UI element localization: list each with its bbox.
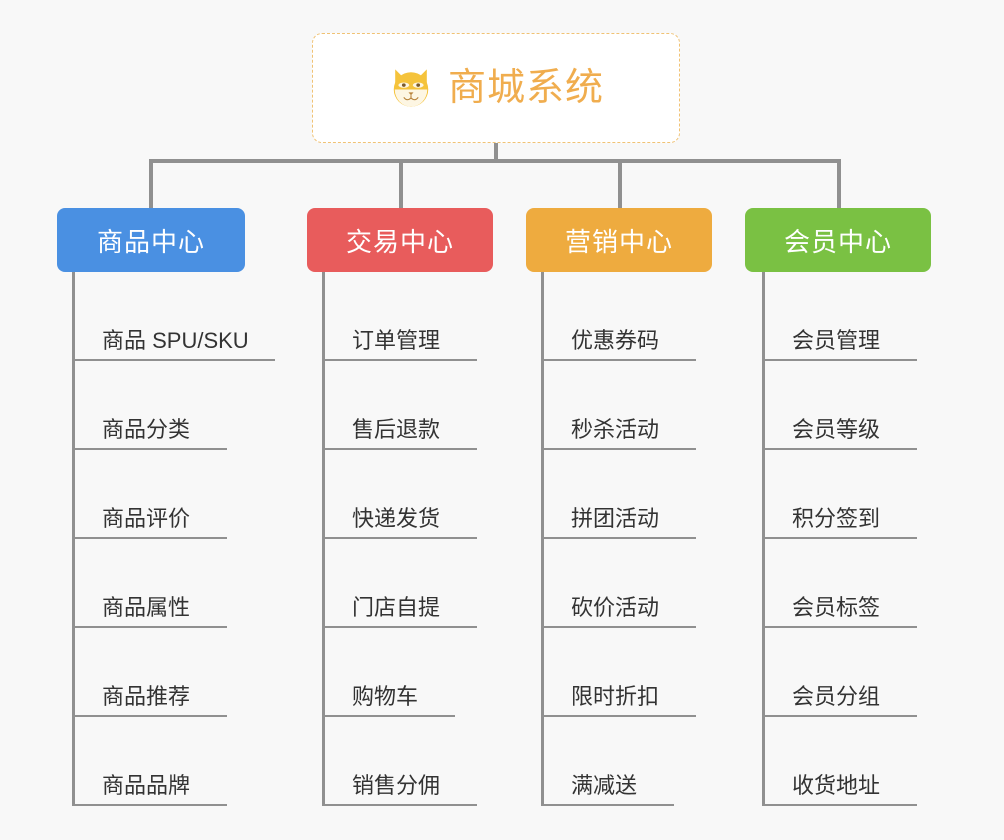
category-box-marketing-center[interactable]: 营销中心 xyxy=(526,208,712,272)
leaf-item[interactable]: 会员等级 xyxy=(762,361,917,450)
leaf-label: 商品推荐 xyxy=(102,683,191,709)
leaf-item[interactable]: 会员分组 xyxy=(762,628,917,717)
connector-horizontal-bus xyxy=(149,159,841,163)
leaf-item[interactable]: 商品 SPU/SKU xyxy=(72,272,275,361)
leaf-label: 砍价活动 xyxy=(571,594,660,620)
root-title: 商城系统 xyxy=(447,67,604,109)
category-label: 商品中心 xyxy=(96,226,205,257)
leaf-label: 购物车 xyxy=(352,683,419,709)
leaf-item[interactable]: 满减送 xyxy=(541,717,674,806)
leaf-item[interactable]: 商品评价 xyxy=(72,450,227,539)
connector-drop-member-center xyxy=(837,159,841,209)
branch-trunk xyxy=(541,272,544,806)
leaf-label: 收货地址 xyxy=(792,772,881,798)
leaf-label: 优惠券码 xyxy=(571,327,660,353)
category-box-product-center[interactable]: 商品中心 xyxy=(57,208,245,272)
leaf-item[interactable]: 收货地址 xyxy=(762,717,917,806)
branch-trunk xyxy=(322,272,325,806)
leaf-label: 秒杀活动 xyxy=(571,416,660,442)
leaf-item[interactable]: 会员标签 xyxy=(762,539,917,628)
leaf-label: 售后退款 xyxy=(352,416,441,442)
leaf-label: 满减送 xyxy=(571,772,638,798)
connector-drop-trade-center xyxy=(399,159,403,209)
category-label: 会员中心 xyxy=(783,226,892,257)
leaf-label: 会员标签 xyxy=(792,594,881,620)
leaf-item[interactable]: 砍价活动 xyxy=(541,539,696,628)
leaf-label: 限时折扣 xyxy=(571,683,660,709)
category-label: 营销中心 xyxy=(564,226,673,257)
leaf-label: 会员管理 xyxy=(792,327,881,353)
leaf-item[interactable]: 秒杀活动 xyxy=(541,361,696,450)
leaf-label: 商品属性 xyxy=(102,594,191,620)
leaf-item[interactable]: 商品属性 xyxy=(72,539,227,628)
leaf-item[interactable]: 门店自提 xyxy=(322,539,477,628)
connector-drop-product-center xyxy=(149,159,153,209)
leaf-item[interactable]: 商品分类 xyxy=(72,361,227,450)
leaf-item[interactable]: 快递发货 xyxy=(322,450,477,539)
category-box-member-center[interactable]: 会员中心 xyxy=(745,208,931,272)
leaf-item[interactable]: 拼团活动 xyxy=(541,450,696,539)
branch-trunk xyxy=(72,272,75,806)
category-box-trade-center[interactable]: 交易中心 xyxy=(307,208,493,272)
branch-trunk xyxy=(762,272,765,806)
leaf-label: 商品 SPU/SKU xyxy=(102,327,249,353)
leaf-label: 会员分组 xyxy=(792,683,881,709)
connector-root-stem xyxy=(494,143,498,161)
leaf-item[interactable]: 积分签到 xyxy=(762,450,917,539)
leaf-label: 会员等级 xyxy=(792,416,881,442)
leaf-label: 商品分类 xyxy=(102,416,191,442)
leaf-label: 销售分佣 xyxy=(352,772,441,798)
leaf-item[interactable]: 优惠券码 xyxy=(541,272,696,361)
leaf-label: 拼团活动 xyxy=(571,505,660,531)
leaf-label: 商品评价 xyxy=(102,505,191,531)
leaf-item[interactable]: 会员管理 xyxy=(762,272,917,361)
leaf-item[interactable]: 订单管理 xyxy=(322,272,477,361)
connector-drop-marketing-center xyxy=(618,159,622,209)
leaf-item[interactable]: 售后退款 xyxy=(322,361,477,450)
leaf-label: 快递发货 xyxy=(352,505,441,531)
leaf-item[interactable]: 销售分佣 xyxy=(322,717,477,806)
leaf-item[interactable]: 限时折扣 xyxy=(541,628,696,717)
root-node[interactable]: 商城系统 xyxy=(312,33,680,143)
leaf-item[interactable]: 商品推荐 xyxy=(72,628,227,717)
leaf-label: 门店自提 xyxy=(352,594,441,620)
leaf-label: 订单管理 xyxy=(352,327,441,353)
leaf-item[interactable]: 商品品牌 xyxy=(72,717,227,806)
leaf-label: 积分签到 xyxy=(792,505,881,531)
category-label: 交易中心 xyxy=(345,226,454,257)
leaf-item[interactable]: 购物车 xyxy=(322,628,455,717)
leaf-label: 商品品牌 xyxy=(102,772,191,798)
shiba-dog-face-icon xyxy=(393,69,429,109)
